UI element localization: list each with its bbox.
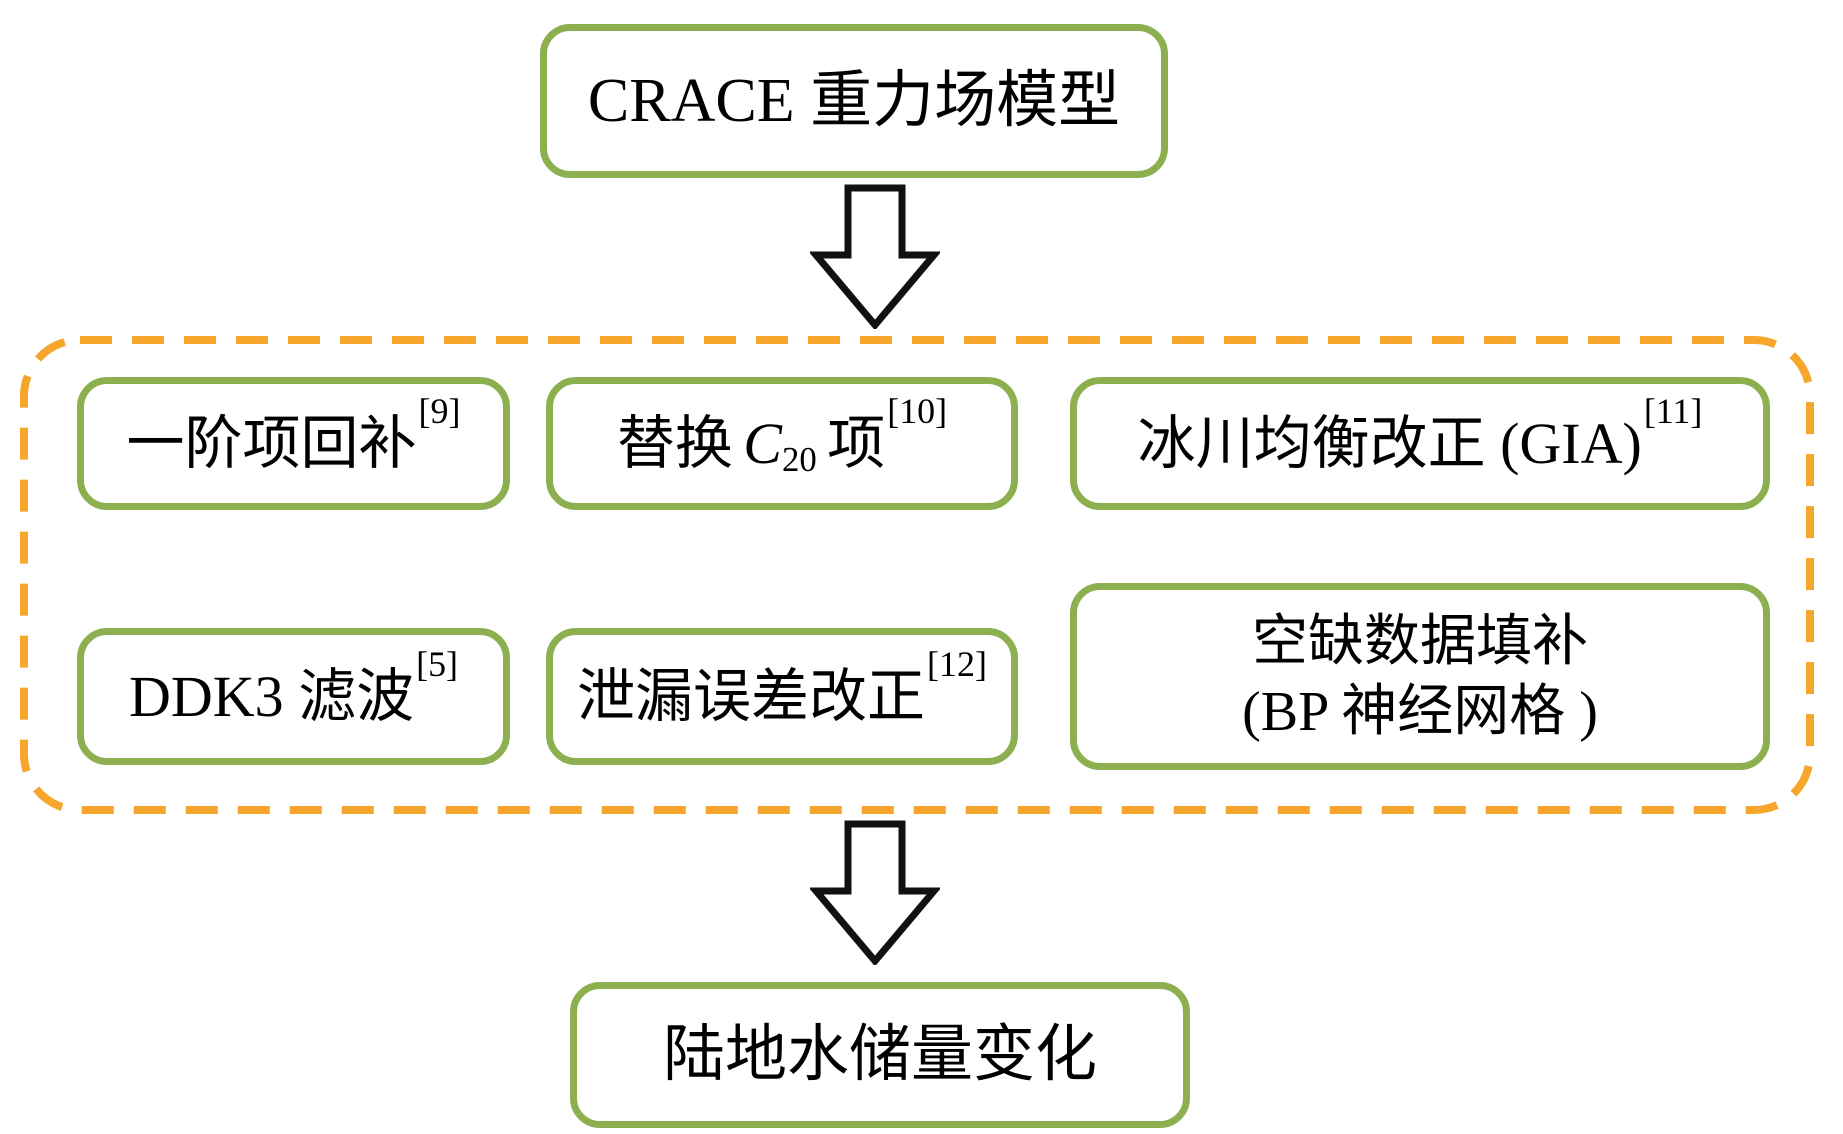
top-box-label: CRACE 重力场模型 [587,66,1121,135]
citation-ref: [9] [418,390,461,431]
citation-ref: [10] [887,390,948,431]
box-gap-filling-bp-network: 空缺数据填补 (BP 神经网格 ) [1070,583,1770,770]
citation-ref: [11] [1643,390,1703,431]
box-gia-correction: 冰川均衡改正 (GIA)[11] [1070,377,1770,510]
box-label-text: 冰川均衡改正 (GIA) [1137,410,1642,476]
citation-ref: [12] [927,643,987,684]
box-label-text: 一阶项回补 [126,410,417,476]
box-label: 一阶项回补[9] [126,393,461,476]
box-label-line2: (BP 神经网格 ) [1242,680,1598,743]
box-label-text: 泄漏误差改正 [577,663,926,729]
box-leakage-error-correction: 泄漏误差改正[12] [546,628,1018,765]
down-arrow-icon [810,184,940,329]
dashed-border [20,336,1814,814]
bottom-box-terrestrial-water-storage: 陆地水储量变化 [570,982,1190,1128]
top-box-grace-model: CRACE 重力场模型 [540,24,1168,178]
box-label: 泄漏误差改正[12] [577,646,987,729]
down-arrow-icon [810,820,940,965]
math-subscript: 20 [781,440,817,480]
bottom-box-label: 陆地水储量变化 [662,1020,1097,1089]
math-variable: C [743,410,782,476]
box-label-text: 项 [827,410,886,476]
box-label: 冰川均衡改正 (GIA)[11] [1137,393,1703,476]
citation-ref: [5] [416,643,459,684]
box-label: DDK3 滤波[5] [128,646,458,729]
box-label-line1: 空缺数据填补 [1252,610,1588,673]
box-label-text: DDK3 滤波 [128,663,415,729]
box-ddk3-filter: DDK3 滤波[5] [77,628,510,765]
box-first-order-term-restore: 一阶项回补[9] [77,377,510,510]
box-label-text: 替换 [616,410,733,476]
